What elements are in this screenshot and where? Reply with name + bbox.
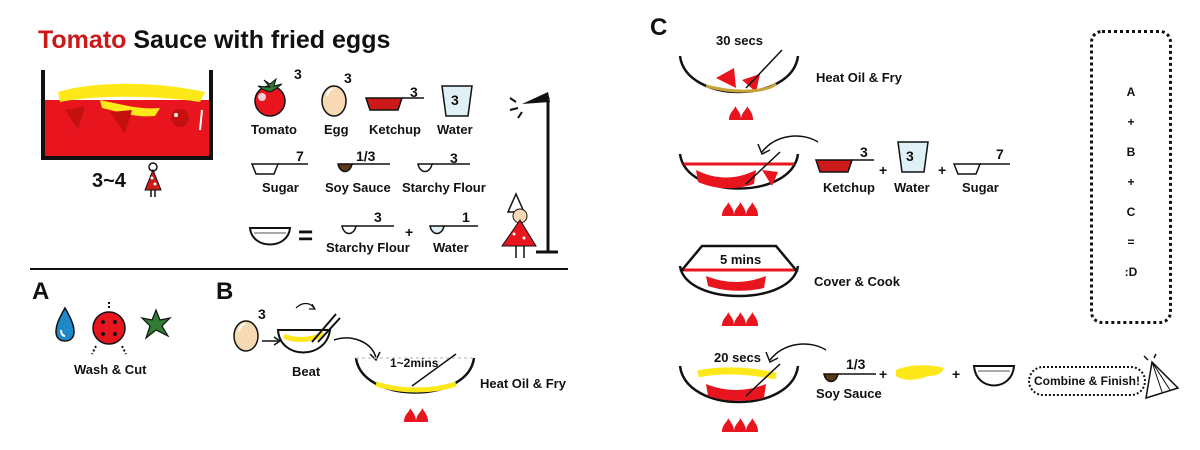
tomato-label: Tomato bbox=[251, 122, 297, 137]
slurry-bowl-c4 bbox=[972, 365, 1016, 387]
heat-oil-fry-b-label: Heat Oil & Fry bbox=[480, 376, 566, 391]
c2-ketchup-label: Ketchup bbox=[823, 180, 875, 195]
water-qty: 3 bbox=[451, 92, 459, 108]
soy-spoon-c4 bbox=[823, 373, 876, 383]
tomato-icon bbox=[254, 77, 286, 117]
wok-c1-icon bbox=[678, 49, 800, 94]
water-drop-icon bbox=[55, 306, 75, 342]
slurry-bowl-icon bbox=[248, 227, 292, 246]
flame-icon-c4 bbox=[722, 418, 758, 432]
step1-caption: Heat Oil & Fry bbox=[816, 70, 902, 85]
fried-egg-icon bbox=[896, 365, 944, 380]
step4-time: 20 secs bbox=[714, 350, 761, 365]
party-hat-icon bbox=[1143, 353, 1180, 400]
flame-icon-c1 bbox=[729, 106, 753, 120]
egg-label: Egg bbox=[324, 122, 349, 137]
combine-finish-bubble: Combine & Finish! bbox=[1028, 366, 1146, 396]
sugar-qty: 7 bbox=[296, 148, 304, 164]
c2-sugar-label: Sugar bbox=[962, 180, 999, 195]
egg-icon bbox=[321, 85, 347, 117]
flame-icon-c2 bbox=[722, 202, 758, 216]
section-c-letter: C bbox=[650, 14, 668, 41]
water-label: Water bbox=[437, 122, 473, 137]
covered-wok-icon bbox=[678, 244, 800, 298]
summary-plus-2: + bbox=[1127, 175, 1135, 189]
lamp-and-chef-illustration bbox=[501, 92, 558, 258]
flour-spoon-icon bbox=[417, 163, 470, 173]
c4-soy-label: Soy Sauce bbox=[816, 386, 882, 401]
summary-a: A bbox=[1126, 85, 1136, 99]
section-divider bbox=[30, 268, 568, 270]
summary-smile: :D bbox=[1124, 265, 1138, 279]
wash-cut-label: Wash & Cut bbox=[74, 362, 147, 377]
wok-c2-icon bbox=[678, 151, 800, 190]
summary-equals: = bbox=[1127, 235, 1135, 249]
flame-icon-c3 bbox=[722, 312, 758, 326]
c2-water-qty: 3 bbox=[906, 148, 914, 164]
sugar-spoon-icon bbox=[250, 163, 308, 175]
water-cup-icon bbox=[441, 85, 473, 117]
c2-plus-2: + bbox=[938, 162, 947, 178]
summary-b: B bbox=[1126, 145, 1136, 159]
slurry-flour-spoon-icon bbox=[341, 225, 394, 235]
slurry-flour-label: Starchy Flour bbox=[326, 240, 410, 255]
summary-box: A + B + C = :D bbox=[1090, 30, 1172, 324]
ketchup-qty: 3 bbox=[410, 84, 418, 100]
wok-c4-icon bbox=[678, 363, 800, 404]
ketchup-label: Ketchup bbox=[369, 122, 421, 137]
sauce-pot-illustration bbox=[41, 70, 213, 160]
curved-arrow-icon bbox=[333, 337, 381, 362]
step1-time: 30 secs bbox=[716, 33, 763, 48]
c2-plus-1: + bbox=[879, 162, 888, 178]
flame-icon bbox=[404, 408, 428, 422]
sugar-spoon-c2 bbox=[952, 163, 1010, 175]
page-title: Tomato Sauce with fried eggs bbox=[38, 26, 391, 54]
servings-count: 3~4 bbox=[92, 170, 126, 192]
c4-plus-2: + bbox=[952, 366, 961, 382]
fry-time-b: 1~2mins bbox=[390, 356, 439, 370]
section-b-letter: B bbox=[216, 278, 234, 305]
soy-sauce-qty: 1/3 bbox=[356, 148, 376, 164]
egg-icon-b bbox=[233, 320, 259, 352]
egg-qty: 3 bbox=[344, 70, 352, 86]
ketchup-spoon-c2 bbox=[814, 159, 874, 173]
curved-arrow-c2 bbox=[757, 135, 819, 156]
plus-sign: + bbox=[405, 224, 414, 240]
c4-plus-1: + bbox=[879, 366, 888, 382]
summary-plus-1: + bbox=[1127, 115, 1135, 129]
slurry-water-qty: 1 bbox=[462, 209, 470, 225]
beat-bowl-icon bbox=[276, 302, 341, 354]
c4-soy-qty: 1/3 bbox=[846, 356, 866, 372]
ketchup-spoon-icon bbox=[364, 97, 424, 111]
water-cup-c2 bbox=[897, 141, 929, 173]
arrow-icon bbox=[262, 336, 282, 346]
wok-b-icon bbox=[354, 353, 476, 394]
step3-time: 5 mins bbox=[720, 252, 762, 267]
summary-c: C bbox=[1126, 205, 1136, 219]
step3-caption: Cover & Cook bbox=[814, 274, 900, 289]
egg-b-qty: 3 bbox=[258, 306, 266, 322]
c2-ketchup-qty: 3 bbox=[860, 144, 868, 160]
starchy-flour-qty: 3 bbox=[450, 150, 458, 166]
curved-arrow-c4 bbox=[765, 343, 827, 364]
tomato-qty: 3 bbox=[294, 66, 302, 82]
slurry-flour-qty: 3 bbox=[374, 209, 382, 225]
c2-sugar-qty: 7 bbox=[996, 146, 1004, 162]
slurry-water-spoon-icon bbox=[429, 225, 478, 235]
equals-sign: = bbox=[298, 220, 314, 250]
cut-tomato-icon bbox=[91, 300, 127, 355]
tomato-leaf-icon bbox=[140, 308, 172, 340]
soy-spoon-icon bbox=[337, 163, 390, 173]
sugar-label: Sugar bbox=[262, 180, 299, 195]
c2-water-label: Water bbox=[894, 180, 930, 195]
section-a-letter: A bbox=[32, 278, 50, 305]
slurry-water-label: Water bbox=[433, 240, 469, 255]
person-icon bbox=[144, 162, 162, 197]
beat-label: Beat bbox=[292, 364, 321, 379]
starchy-flour-label: Starchy Flour bbox=[402, 180, 486, 195]
soy-sauce-label: Soy Sauce bbox=[325, 180, 391, 195]
